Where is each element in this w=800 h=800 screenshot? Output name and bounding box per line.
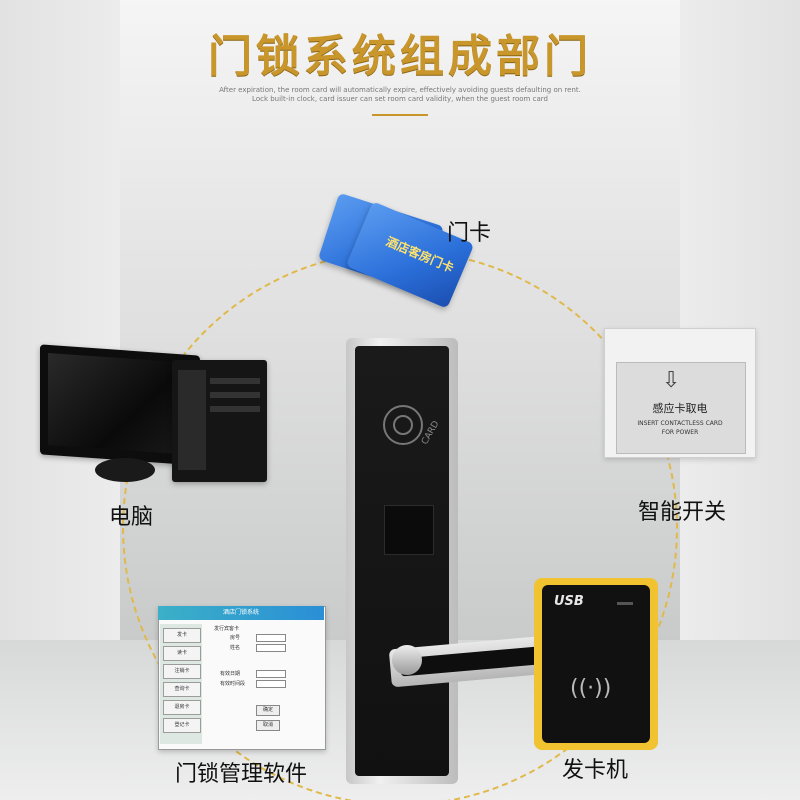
sidebar-item[interactable]: 退房卡 — [163, 700, 201, 715]
pc-tower — [172, 360, 267, 482]
sidebar-item[interactable]: 读卡 — [163, 646, 201, 661]
sidebar-item[interactable]: 注销卡 — [163, 664, 201, 679]
switch-english-text-2: FOR POWER — [661, 429, 699, 436]
encoder-led — [617, 602, 633, 605]
usb-logo: USB — [554, 594, 584, 609]
switch-chinese-text: 感应卡取电 — [652, 402, 708, 415]
drive-bay — [210, 378, 260, 384]
card-encoder-face — [542, 585, 650, 743]
title-divider — [372, 114, 428, 116]
sidebar-item[interactable]: 查询卡 — [163, 682, 201, 697]
name-field[interactable] — [256, 644, 286, 652]
power-switch-slot — [616, 362, 746, 454]
confirm-button[interactable]: 确定 — [256, 705, 280, 716]
label-computer: 电脑 — [109, 505, 154, 530]
subtitle-line-2: Lock built-in clock, card issuer can set… — [252, 95, 548, 103]
rfid-inner-icon — [393, 415, 413, 435]
page-title: 门锁系统组成部门 — [208, 31, 592, 82]
switch-english-text-1: INSERT CONTACTLESS CARD — [637, 420, 723, 427]
card-text: 酒店客房门卡 — [383, 234, 456, 276]
monitor-stand — [95, 458, 155, 482]
field-label: 有效时间段 — [220, 681, 246, 687]
label-software: 门锁管理软件 — [175, 762, 308, 787]
field-label: 房号 — [230, 635, 241, 641]
tower-panel — [178, 370, 206, 470]
contactless-icon: ((·)) — [570, 676, 612, 701]
label-card: 门卡 — [447, 221, 492, 246]
sidebar-item[interactable]: 登记卡 — [163, 718, 201, 733]
room-number-field[interactable] — [256, 634, 286, 642]
software-title: 酒店门锁系统 — [222, 609, 259, 616]
label-switch: 智能开关 — [638, 500, 727, 525]
monitor-screen — [48, 352, 192, 456]
drive-bay — [210, 392, 260, 398]
label-encoder: 发卡机 — [562, 758, 629, 783]
rfid-icon — [383, 405, 423, 445]
drive-bay — [210, 406, 260, 412]
sidebar-item[interactable]: 发卡 — [163, 628, 201, 643]
arrow-down-icon: ⇩ — [662, 368, 681, 393]
software-subtitle: 发行宾客卡 — [214, 626, 240, 632]
valid-time-field[interactable] — [256, 680, 286, 688]
valid-date-field[interactable] — [256, 670, 286, 678]
field-label: 有效日期 — [220, 671, 241, 677]
cancel-button[interactable]: 取消 — [256, 720, 280, 731]
field-label: 姓名 — [230, 645, 241, 651]
subtitle-line-1: After expiration, the room card will aut… — [219, 86, 581, 94]
handle-knob — [392, 645, 422, 675]
software-titlebar — [158, 606, 324, 620]
lock-window — [384, 505, 434, 555]
